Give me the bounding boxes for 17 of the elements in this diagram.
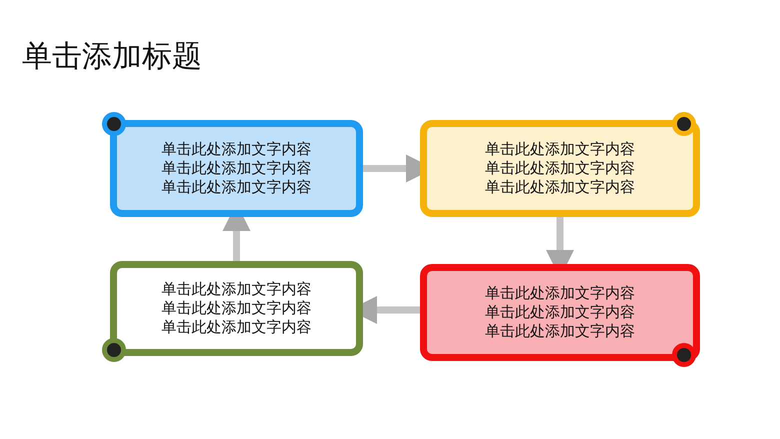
- text-line: 单击此处添加文字内容: [162, 140, 312, 159]
- text-line: 单击此处添加文字内容: [162, 178, 312, 197]
- text-line: 单击此处添加文字内容: [162, 318, 312, 337]
- text-line: 单击此处添加文字内容: [485, 159, 635, 178]
- text-line: 单击此处添加文字内容: [162, 159, 312, 178]
- text-line: 单击此处添加文字内容: [485, 284, 635, 303]
- text-line: 单击此处添加文字内容: [485, 178, 635, 197]
- text-line: 单击此处添加文字内容: [162, 280, 312, 299]
- rounded-box: [420, 120, 700, 217]
- title: 单击添加标题: [22, 39, 202, 75]
- text-line: 单击此处添加文字内容: [162, 299, 312, 318]
- text-line: 单击此处添加文字内容: [485, 303, 635, 322]
- rounded-box: [110, 261, 363, 356]
- text-line: 单击此处添加文字内容: [485, 322, 635, 341]
- rounded-box: [110, 120, 363, 217]
- rounded-box: [420, 264, 700, 361]
- text-line: 单击此处添加文字内容: [485, 140, 635, 159]
